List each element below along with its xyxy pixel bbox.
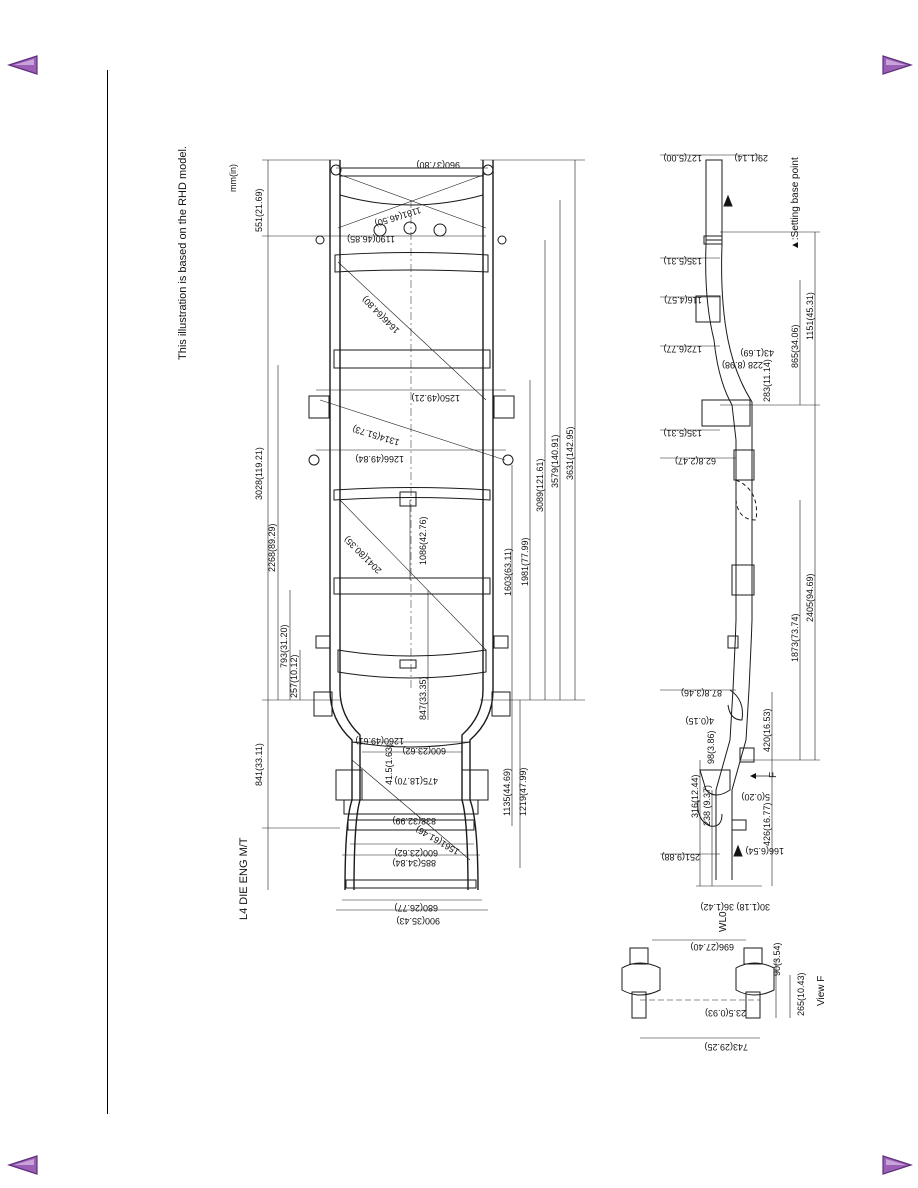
dim-36: 36(1.42) (700, 902, 734, 912)
rhd-note: This illustration is based on the RHD mo… (177, 146, 189, 360)
triangle-left-icon (7, 1155, 38, 1175)
dim-172: 172(6.77) (663, 344, 702, 354)
dim-743: 743(29.25) (704, 1042, 748, 1052)
dim-43: 43(1.69) (740, 348, 774, 358)
triangle-right-icon (882, 1155, 913, 1175)
dim-23-5: 23.5(0.93) (705, 1008, 746, 1018)
page-margin-rule (107, 70, 108, 1114)
dim-1266: 1266(49.84) (355, 454, 404, 464)
dim-680: 680(26.77) (394, 903, 438, 913)
dim-228: 228 (8.98) (722, 360, 763, 370)
view-f-title: View F (816, 976, 827, 1006)
dim-30: 30(1.18) (736, 902, 770, 912)
side-view-dims: 127(5.00) 29(1.14) 135(5.31) 116(4.57) 1… (661, 153, 815, 932)
dim-316: 316(12.44) (690, 774, 700, 818)
dim-135-top: 135(5.31) (663, 256, 702, 266)
dim-265: 265(10.43) (796, 972, 806, 1016)
dim-1873: 1873(73.74) (790, 613, 800, 662)
dim-600-lower: 600(23.62) (394, 848, 438, 858)
dim-166: 166(6.54) (745, 846, 784, 856)
dim-3089: 3089(121.61) (535, 458, 545, 512)
setting-base-point-note: ▲:Setting base point (790, 157, 801, 250)
plan-transverse-dims: 960(37.80) 1181(46.50) 1190(46.85) 1646(… (342, 160, 461, 926)
plan-view (262, 159, 585, 911)
dim-41-5: 41.5(1.63) (384, 744, 394, 785)
dim-135-mid: 135(5.31) (663, 428, 702, 438)
dim-127: 127(5.00) (663, 153, 702, 163)
dim-1086: 1086(42.76) (418, 516, 428, 565)
dim-1135: 1135(44.69) (502, 768, 512, 816)
next-page-button-bottom[interactable] (880, 1154, 914, 1176)
dim-1260: 1260(49.61) (355, 736, 404, 746)
dim-420: 420(16.53) (762, 708, 772, 752)
dim-960: 960(37.80) (416, 160, 460, 170)
dim-1981: 1981(77.99) (520, 537, 530, 586)
dim-1603: 1603(63.11) (503, 548, 513, 596)
wl0-label: WL0 (718, 911, 729, 932)
dim-87-8: 87.8(3.46) (681, 688, 722, 698)
dim-2405: 2405(94.69) (805, 573, 815, 622)
dim-1219: 1219(47.99) (518, 767, 528, 816)
dim-238: 238 (9.37) (702, 785, 712, 826)
dim-600-upper: 600(23.62) (402, 746, 446, 756)
dim-696: 696(27.40) (690, 942, 734, 952)
next-page-button[interactable] (880, 54, 914, 76)
previous-page-button-bottom[interactable] (6, 1154, 40, 1176)
dim-29: 29(1.14) (734, 153, 768, 163)
dim-793: 793(31.20) (279, 624, 289, 668)
dim-3028: 3028(119.21) (254, 447, 264, 500)
dim-98: 98(3.86) (706, 730, 716, 764)
dim-257: 257(10.12) (289, 654, 299, 698)
triangle-left-icon (7, 55, 38, 75)
dim-865: 865(34.06) (790, 324, 800, 368)
dim-283: 283(11.14) (762, 359, 772, 402)
dim-841: 841(33.11) (254, 743, 264, 786)
view-f-arrow-label: F (768, 772, 779, 778)
dim-62-8: 62.8(2.47) (675, 456, 716, 466)
view-f-dims: 696(27.40) 90(3.54) 265(10.43) 23.5(0.93… (690, 942, 827, 1052)
dim-1151: 1151(45.31) (805, 292, 815, 340)
triangle-right-icon (882, 55, 913, 75)
dim-4: 4(0.15) (685, 716, 714, 726)
dim-426: 426(16.77) (762, 802, 772, 846)
dim-2041: 2041(80.35) (342, 534, 383, 575)
side-view (660, 154, 820, 887)
dim-900: 900(35.43) (396, 916, 440, 926)
dim-838: 838(32.99) (392, 816, 436, 826)
dim-251: 251(9.88) (661, 852, 700, 862)
dim-847: 847(33.35) (418, 676, 428, 720)
dim-5: 5(0.20) (741, 792, 770, 802)
dim-3579: 3579(140.91) (550, 434, 560, 488)
dim-475: 475(18.70) (394, 776, 438, 786)
dim-1314: 1314(51.73) (351, 424, 400, 448)
plan-longitudinal-dims: 551(21.69) 3028(119.21) 2268(89.29) 793(… (254, 188, 575, 816)
dim-3631: 3631(142.95) (565, 426, 575, 480)
dim-2268: 2268(89.29) (267, 523, 277, 572)
view-f-drawing (621, 939, 791, 1039)
dim-551: 551(21.69) (254, 188, 264, 232)
dim-885: 885(34.84) (392, 858, 436, 868)
dim-1250-upper: 1250(49.21) (411, 393, 460, 403)
previous-page-button[interactable] (6, 54, 40, 76)
model-label: L4 DIE ENG M/T (238, 837, 250, 920)
dim-90: 90(3.54) (772, 942, 782, 976)
unit-label: mm(in) (228, 164, 238, 192)
dim-1190: 1190(46.85) (347, 234, 395, 244)
dim-116: 116(4.57) (664, 295, 702, 305)
